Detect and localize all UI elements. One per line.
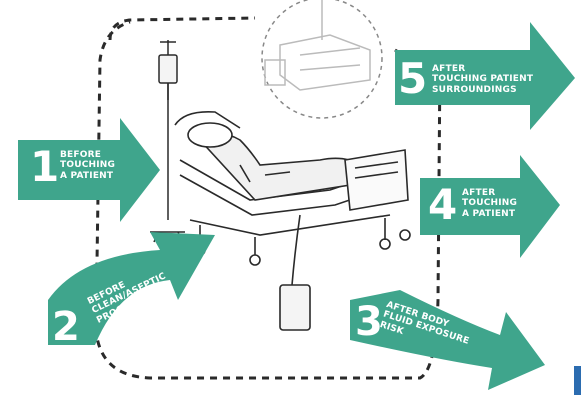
moment-4-line-3: A PATIENT xyxy=(462,209,517,219)
iv-pole xyxy=(150,40,185,242)
moment-4-line-1: AFTER xyxy=(462,188,517,198)
moment-1-label: BEFORE TOUCHING A PATIENT xyxy=(60,150,115,181)
moment-2-number: 2 xyxy=(52,307,80,347)
moment-1-line-2: TOUCHING xyxy=(60,160,115,170)
moment-4-line-2: TOUCHING xyxy=(462,198,517,208)
surroundings-sketch xyxy=(265,0,370,90)
moment-5-line-1: AFTER xyxy=(432,64,533,74)
moment-1-line-3: A PATIENT xyxy=(60,171,115,181)
moment-1-line-1: BEFORE xyxy=(60,150,115,160)
moment-4-number: 4 xyxy=(428,184,457,226)
moment-1-number: 1 xyxy=(30,146,59,188)
corner-mark xyxy=(574,366,581,395)
moment-5-label: AFTER TOUCHING PATIENT SURROUNDINGS xyxy=(432,64,533,95)
moment-3-number: 3 xyxy=(355,302,383,342)
moment-5-line-2: TOUCHING PATIENT xyxy=(432,74,533,84)
moment-5-number: 5 xyxy=(398,58,427,100)
moment-5-line-3: SURROUNDINGS xyxy=(432,85,533,95)
moment-4-label: AFTER TOUCHING A PATIENT xyxy=(462,188,517,219)
